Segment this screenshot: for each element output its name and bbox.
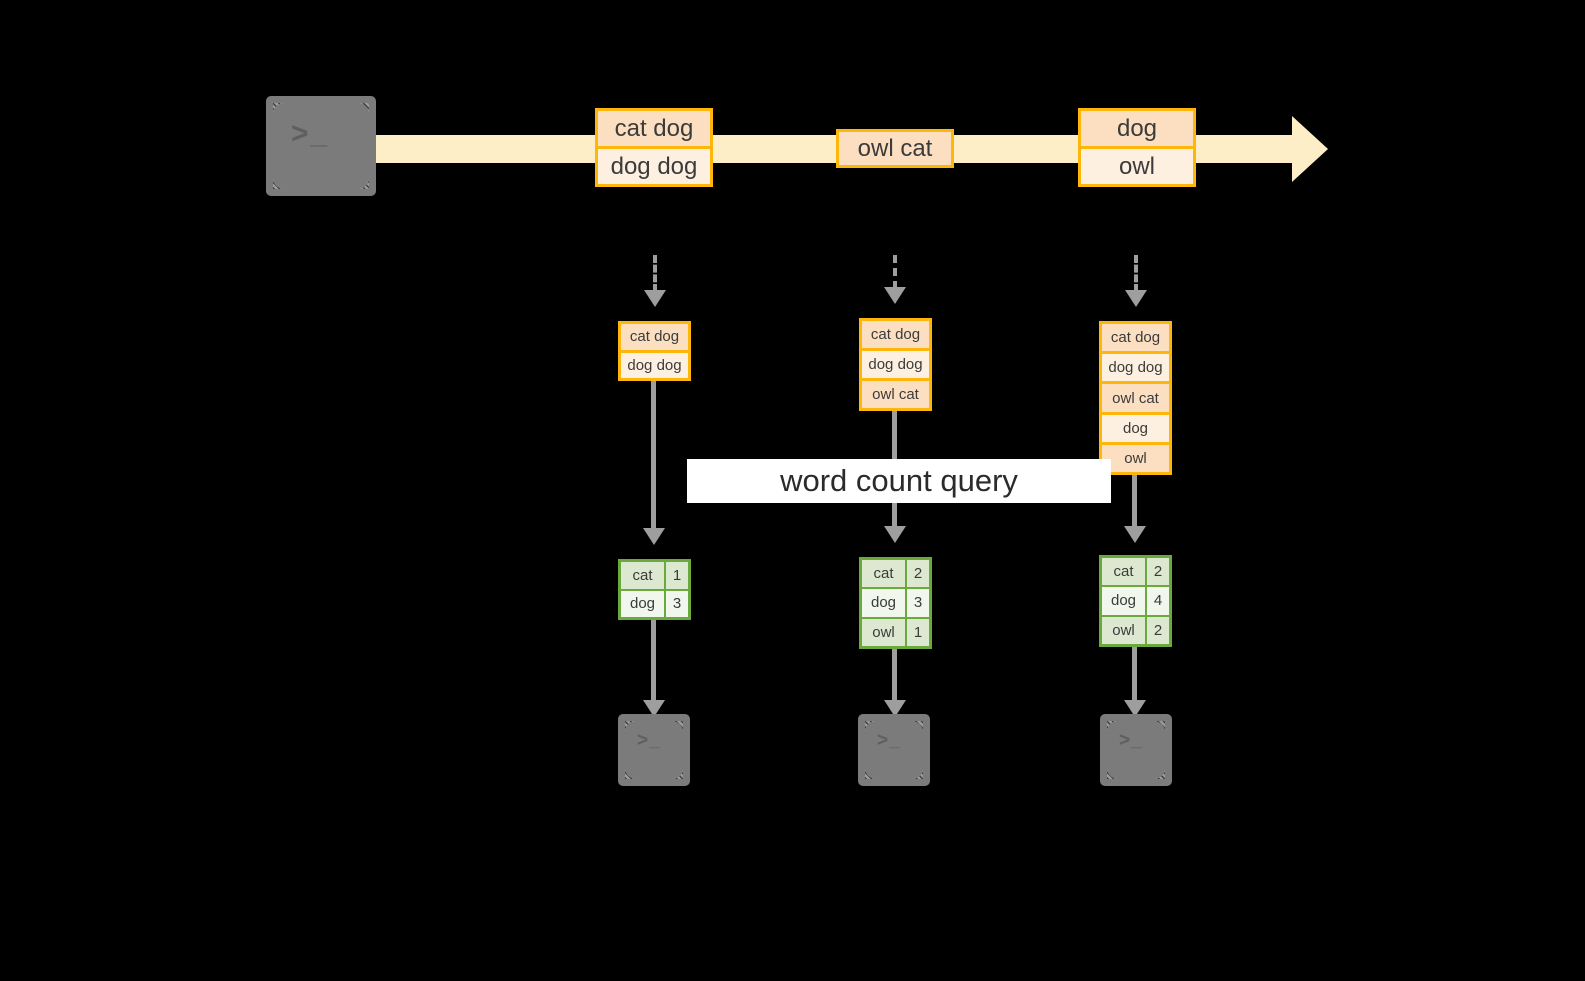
query-label: word count query (687, 459, 1111, 503)
snapshot-1-query-line (651, 381, 656, 535)
event-line: dog (1081, 111, 1193, 146)
result-word: cat (621, 562, 666, 589)
event-line: owl (1081, 146, 1193, 184)
terminal-prompt-glyph: >_ (877, 730, 901, 751)
snapshot-2-sink-line (892, 649, 897, 706)
terminal-prompt-glyph: >_ (637, 730, 661, 751)
table-row[interactable]: dog 3 (862, 587, 929, 617)
buffer-line: cat dog (1102, 324, 1169, 352)
buffer-line: dog (1102, 411, 1169, 442)
snapshot-1-sink-line (651, 620, 656, 706)
table-row[interactable]: cat 2 (1102, 558, 1169, 586)
snapshot-3-sink-line (1132, 647, 1137, 706)
result-count: 3 (907, 589, 929, 617)
table-row[interactable]: owl 1 (862, 616, 929, 646)
snapshot-3-result-table[interactable]: cat 2 dog 4 owl 2 (1099, 555, 1172, 647)
table-row[interactable]: dog 3 (621, 588, 688, 617)
stream-event-box-2[interactable]: owl cat (836, 129, 954, 168)
snapshot-2-feed-line (893, 255, 897, 289)
event-line: owl cat (839, 132, 951, 165)
result-count: 2 (907, 560, 929, 588)
event-line: dog dog (598, 146, 710, 184)
result-count: 2 (1147, 616, 1169, 644)
snapshot-2-sink-terminal-icon[interactable]: >_ (858, 714, 930, 786)
result-word: owl (1102, 616, 1147, 644)
result-word: cat (1102, 558, 1147, 586)
result-word: dog (1102, 587, 1147, 615)
table-row[interactable]: cat 1 (621, 562, 688, 589)
event-line: cat dog (598, 111, 710, 146)
result-word: cat (862, 560, 907, 588)
terminal-screen (1107, 721, 1165, 779)
buffer-line: owl cat (862, 378, 929, 408)
result-count: 3 (666, 590, 688, 617)
result-count: 1 (907, 618, 929, 646)
table-row[interactable]: dog 4 (1102, 585, 1169, 615)
buffer-line: dog dog (1102, 351, 1169, 382)
buffer-line: cat dog (862, 321, 929, 348)
snapshot-2-result-table[interactable]: cat 2 dog 3 owl 1 (859, 557, 932, 649)
result-word: dog (621, 590, 666, 617)
snapshot-1-buffer[interactable]: cat dog dog dog (618, 321, 691, 381)
buffer-line: owl cat (1102, 381, 1169, 412)
result-count: 1 (666, 562, 688, 589)
stream-event-box-1[interactable]: cat dog dog dog (595, 108, 713, 187)
terminal-prompt-glyph: >_ (1119, 730, 1143, 751)
stream-arrow-head (1292, 116, 1328, 182)
snapshot-2-sink-arrowhead (884, 700, 906, 717)
buffer-line: owl (1102, 441, 1169, 473)
terminal-screen (865, 721, 923, 779)
terminal-screen (273, 103, 369, 189)
snapshot-1-sink-terminal-icon[interactable]: >_ (618, 714, 690, 786)
result-count: 4 (1147, 587, 1169, 615)
buffer-line: dog dog (862, 348, 929, 378)
buffer-line: cat dog (621, 324, 688, 350)
snapshot-3-buffer[interactable]: cat dog dog dog owl cat dog owl (1099, 321, 1172, 475)
snapshot-1-sink-arrowhead (643, 700, 665, 717)
snapshot-3-feed-arrowhead (1125, 290, 1147, 307)
snapshot-3-sink-terminal-icon[interactable]: >_ (1100, 714, 1172, 786)
snapshot-2-buffer[interactable]: cat dog dog dog owl cat (859, 318, 932, 411)
snapshot-3-sink-arrowhead (1124, 700, 1146, 717)
snapshot-1-query-arrowhead (643, 528, 665, 545)
terminal-prompt-glyph: >_ (291, 117, 329, 150)
buffer-line: dog dog (621, 349, 688, 378)
snapshot-3-query-line (1132, 475, 1137, 533)
snapshot-1-feed-line (653, 255, 657, 292)
terminal-screen (625, 721, 683, 779)
snapshot-1-result-table[interactable]: cat 1 dog 3 (618, 559, 691, 620)
snapshot-3-feed-line (1134, 255, 1138, 292)
snapshot-2-query-arrowhead (884, 526, 906, 543)
result-word: owl (862, 618, 907, 646)
result-word: dog (862, 589, 907, 617)
source-terminal-icon[interactable]: >_ (266, 96, 376, 196)
snapshot-1-feed-arrowhead (644, 290, 666, 307)
snapshot-2-feed-arrowhead (884, 287, 906, 304)
table-row[interactable]: cat 2 (862, 560, 929, 588)
table-row[interactable]: owl 2 (1102, 614, 1169, 644)
result-count: 2 (1147, 558, 1169, 586)
snapshot-3-query-arrowhead (1124, 526, 1146, 543)
stream-event-box-3[interactable]: dog owl (1078, 108, 1196, 187)
